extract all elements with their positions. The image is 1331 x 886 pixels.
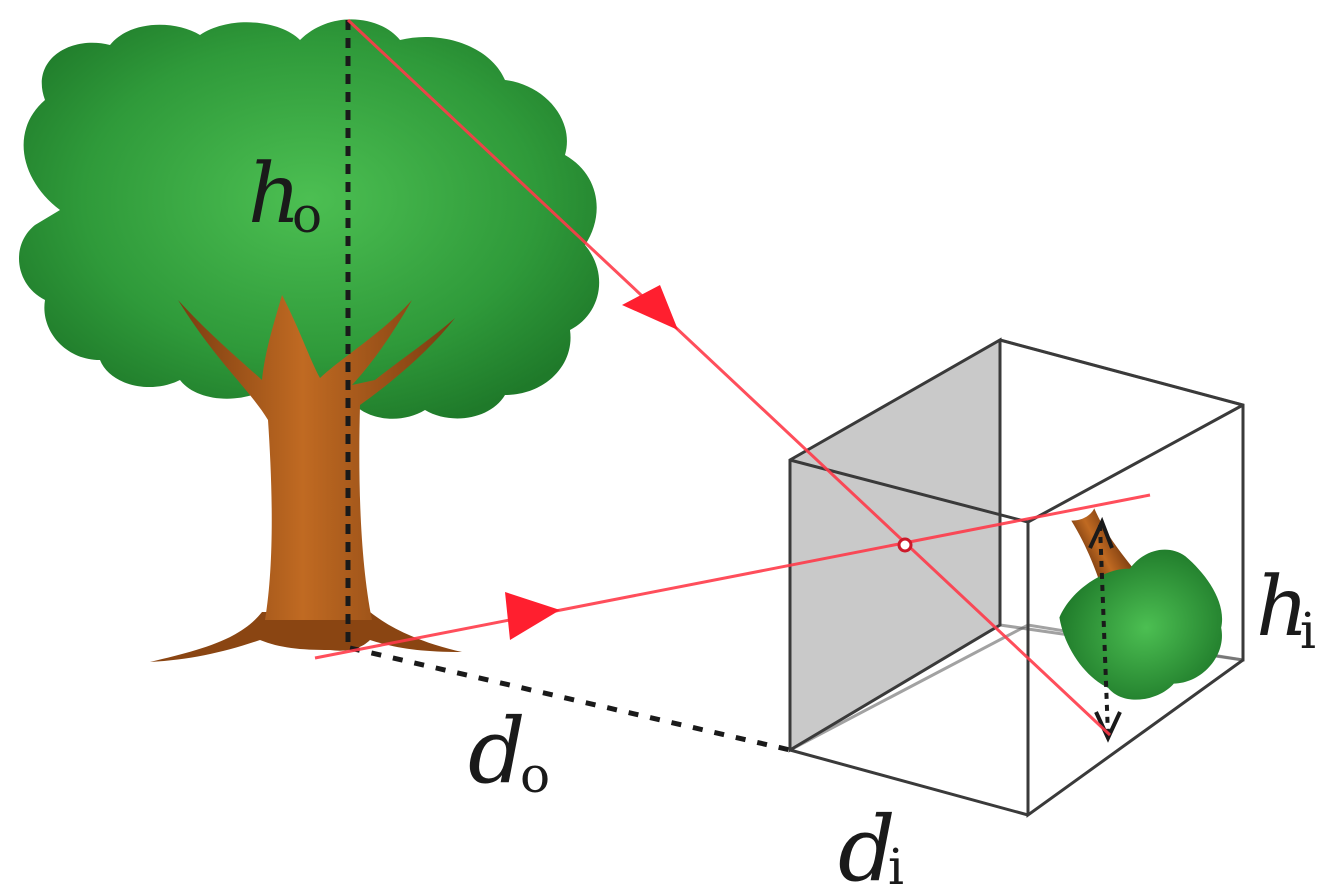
image-distance-symbol: d — [838, 797, 896, 886]
image-height-label: h i — [1256, 560, 1316, 660]
image-height-arrow-top — [1088, 516, 1114, 549]
box-top-right-edge — [1027, 403, 1244, 524]
object-height-label: h o — [248, 147, 322, 244]
tree-icon — [18, 19, 600, 662]
image-height-arrow-bottom — [1094, 711, 1122, 743]
object-distance-line — [349, 645, 791, 753]
light-rays — [314, 18, 1151, 737]
image-distance-subscript: i — [888, 838, 904, 886]
box-right-edges — [999, 338, 1245, 818]
ray-bottom — [314, 493, 1151, 660]
object-height-symbol: h — [248, 147, 301, 242]
object-distance-symbol: d — [468, 699, 526, 804]
object-distance-subscript: o — [520, 746, 550, 804]
image-height-symbol: h — [1256, 560, 1309, 655]
tree-roots — [150, 612, 462, 662]
ray-bottom-arrowhead — [505, 592, 560, 640]
inverted-tree-icon — [1059, 508, 1223, 700]
image-tree-foliage — [1059, 549, 1223, 700]
pinhole — [897, 537, 913, 553]
object-height-subscript: o — [292, 186, 322, 244]
object-distance-label: d o — [468, 699, 550, 804]
image-height-subscript: i — [1300, 602, 1316, 660]
box-bottom-edge-front — [789, 748, 1029, 817]
ray-top-arrowhead — [622, 285, 678, 330]
tree-trunk — [178, 295, 455, 620]
image-distance-label: d i — [838, 797, 904, 886]
ray-top — [346, 18, 1112, 737]
